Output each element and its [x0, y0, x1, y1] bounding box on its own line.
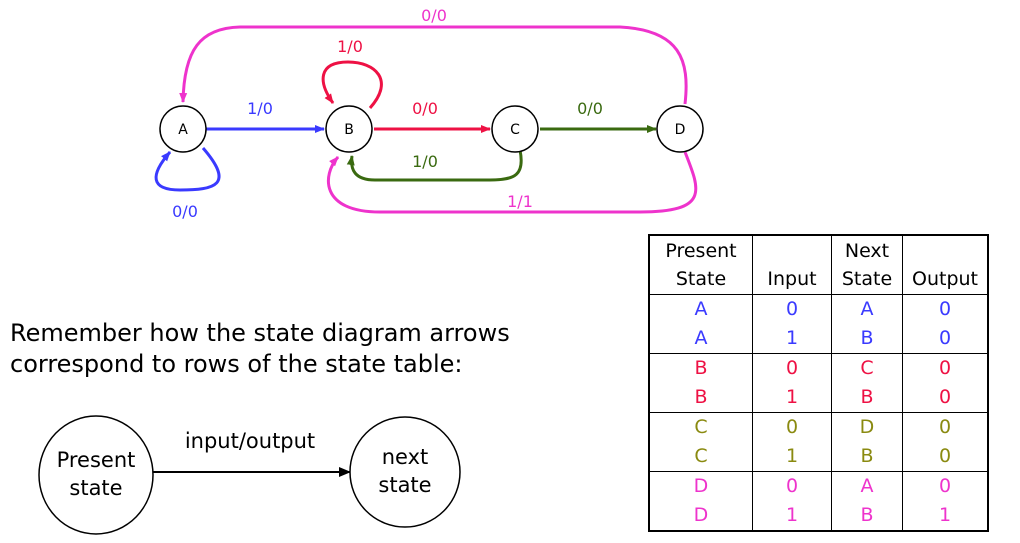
legend-next-state-node: next state — [349, 416, 461, 528]
state-table: Present State Input Next State Output A … — [648, 234, 989, 532]
table-row: B 1 B 0 — [648, 383, 989, 413]
edge-label-a-self: 0/0 — [172, 202, 198, 221]
state-label-a: A — [178, 122, 188, 138]
edge-c-to-b — [346, 149, 523, 182]
edge-label-d-to-b: 1/1 — [507, 192, 533, 211]
cell-next-state: D — [831, 412, 903, 442]
state-label-d: D — [675, 122, 686, 138]
state-node-c: C — [491, 105, 539, 153]
cell-output: 0 — [902, 471, 989, 501]
legend-present-state-node: Present state — [38, 415, 154, 535]
edge-a-self — [154, 147, 221, 192]
legend-next-label-2: state — [378, 473, 431, 497]
header-next-line-1: Next — [844, 240, 890, 262]
cell-present-state: A — [648, 294, 753, 324]
explanation-line-2: correspond to rows of the state table: — [10, 350, 463, 378]
table-row: C 1 B 0 — [648, 442, 989, 472]
cell-next-state: B — [831, 442, 903, 472]
cell-next-state: B — [831, 501, 903, 532]
cell-next-state: C — [831, 353, 903, 383]
edge-b-self — [321, 60, 383, 109]
cell-output: 1 — [902, 501, 989, 532]
state-table-header-row: Present State Input Next State Output — [648, 234, 989, 295]
explanation-line-1: Remember how the state diagram arrows — [10, 319, 510, 347]
cell-input: 1 — [752, 501, 832, 532]
cell-present-state: D — [648, 501, 753, 532]
cell-output: 0 — [902, 294, 989, 324]
cell-input: 0 — [752, 471, 832, 501]
cell-present-state: C — [648, 412, 753, 442]
state-node-b: B — [325, 105, 373, 153]
edge-d-to-b — [326, 151, 698, 214]
header-next-state: Next State — [831, 234, 903, 295]
header-present-state: Present State — [648, 234, 753, 295]
header-output: Output — [902, 234, 989, 295]
explanation-text: Remember how the state diagram arrows co… — [10, 318, 610, 380]
edge-label-c-to-d: 0/0 — [577, 99, 603, 118]
header-input-label: Input — [767, 268, 817, 290]
cell-next-state: B — [831, 324, 903, 354]
cell-next-state: A — [831, 471, 903, 501]
legend-next-label-1: next — [382, 445, 429, 469]
cell-input: 1 — [752, 383, 832, 413]
state-node-d: D — [656, 105, 704, 153]
edge-label-b-to-c: 0/0 — [412, 99, 438, 118]
edge-label-a-to-b: 1/0 — [247, 99, 273, 118]
header-output-label: Output — [912, 268, 978, 290]
table-row: A 0 A 0 — [648, 294, 989, 324]
table-row: D 0 A 0 — [648, 471, 989, 501]
legend-present-label-1: Present — [57, 448, 136, 472]
state-label-b: B — [344, 122, 354, 138]
cell-input: 0 — [752, 294, 832, 324]
cell-present-state: B — [648, 353, 753, 383]
state-table-body: A 0 A 0 A 1 B 0 B 0 C 0 B 1 B 0 C 0 D 0 — [648, 294, 989, 532]
legend-present-label-2: state — [69, 476, 122, 500]
table-row: B 0 C 0 — [648, 353, 989, 383]
cell-input: 1 — [752, 442, 832, 472]
edge-label-b-self: 1/0 — [337, 37, 363, 56]
cell-output: 0 — [902, 412, 989, 442]
cell-present-state: A — [648, 324, 753, 354]
header-present-line-1: Present — [665, 240, 737, 262]
edge-d-to-a — [179, 25, 688, 105]
cell-present-state: D — [648, 471, 753, 501]
header-present-line-2: State — [675, 268, 727, 290]
edge-label-d-to-a: 0/0 — [421, 6, 447, 25]
header-input: Input — [752, 234, 832, 295]
edge-label-c-to-b: 1/0 — [412, 152, 438, 171]
cell-output: 0 — [902, 442, 989, 472]
cell-output: 0 — [902, 324, 989, 354]
table-row: C 0 D 0 — [648, 412, 989, 442]
cell-input: 0 — [752, 353, 832, 383]
legend-edge-label: input/output — [185, 429, 315, 453]
cell-input: 0 — [752, 412, 832, 442]
cell-present-state: C — [648, 442, 753, 472]
header-next-line-2: State — [841, 268, 893, 290]
cell-input: 1 — [752, 324, 832, 354]
cell-output: 0 — [902, 353, 989, 383]
table-row: A 1 B 0 — [648, 324, 989, 354]
table-row: D 1 B 1 — [648, 501, 989, 532]
cell-next-state: B — [831, 383, 903, 413]
cell-output: 0 — [902, 383, 989, 413]
state-node-a: A — [159, 105, 207, 153]
cell-next-state: A — [831, 294, 903, 324]
state-label-c: C — [510, 122, 520, 138]
cell-present-state: B — [648, 383, 753, 413]
